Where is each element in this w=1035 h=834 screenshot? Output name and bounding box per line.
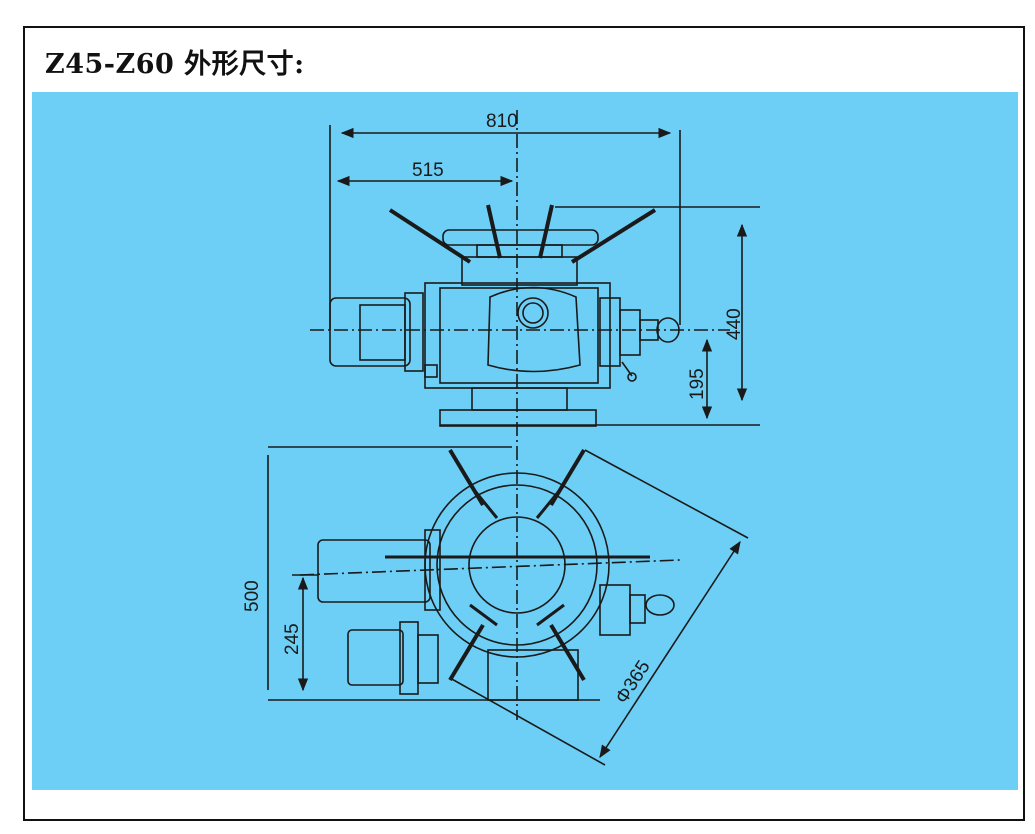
dim-195-label: 195 bbox=[687, 368, 708, 400]
dim-440-label: 440 bbox=[724, 308, 745, 340]
dim-500-label: 500 bbox=[242, 580, 263, 612]
dim-810-label: 810 bbox=[486, 111, 518, 132]
drawing-title: Z45-Z60 外形尺寸: bbox=[45, 49, 305, 80]
dim-245-label: 245 bbox=[282, 623, 303, 655]
plan-horizontal-centerline bbox=[299, 559, 681, 576]
dim-515-label: 515 bbox=[412, 160, 444, 181]
drawing-panel bbox=[32, 92, 1018, 790]
dim-diameter-arrow bbox=[599, 540, 741, 759]
